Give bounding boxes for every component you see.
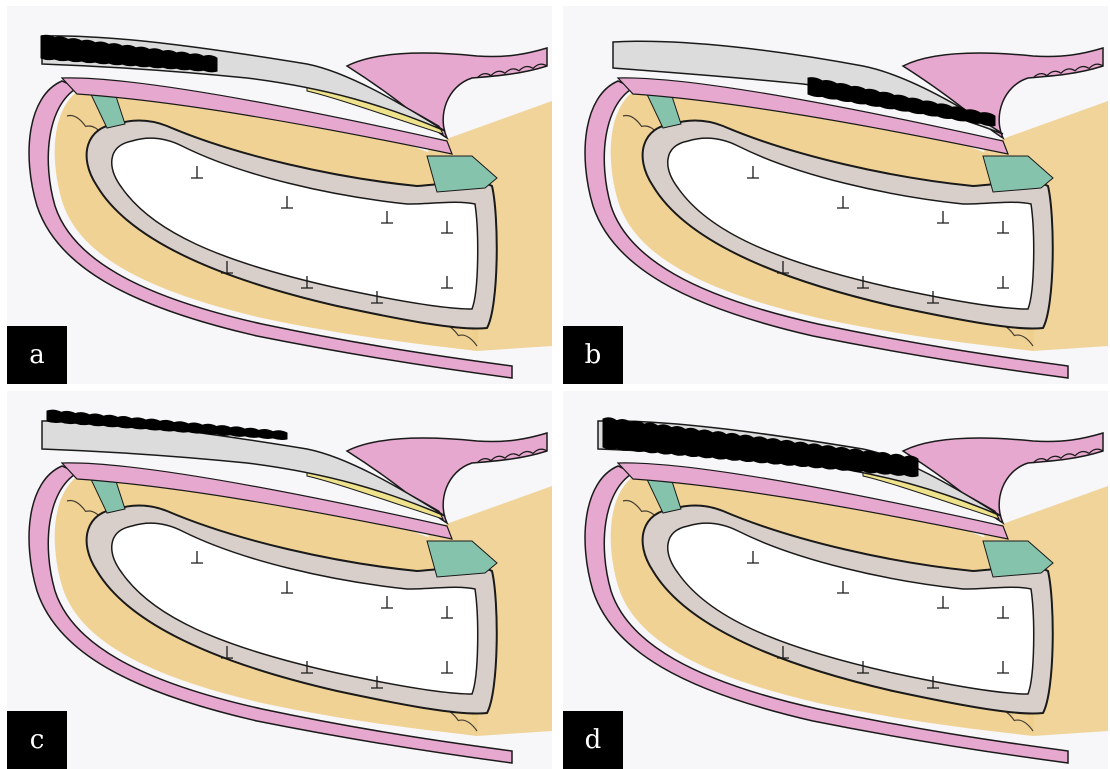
panel-label-b: b — [563, 326, 623, 384]
panel-b: b — [563, 6, 1108, 384]
panel-a: a — [7, 6, 552, 384]
finger-illustration-c — [7, 391, 552, 769]
panel-label-c: c — [7, 711, 67, 769]
finger-illustration-d — [563, 391, 1108, 769]
panel-label-a: a — [7, 326, 67, 384]
panel-c: c — [7, 391, 552, 769]
finger-illustration-b — [563, 6, 1108, 384]
panel-label-d: d — [563, 711, 623, 769]
panel-d: d — [563, 391, 1108, 769]
finger-illustration-a — [7, 6, 552, 384]
